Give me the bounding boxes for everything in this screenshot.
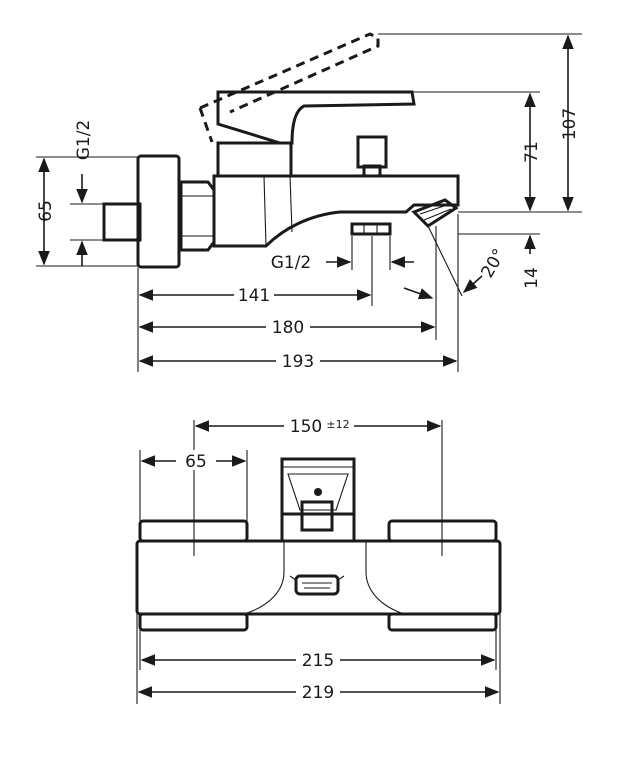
angle-label: 20°	[477, 245, 509, 281]
dim-150-tolerance: ±12	[326, 418, 349, 431]
dim-180-label: 180	[272, 318, 304, 338]
top-diverter	[300, 500, 334, 532]
top-handle-neck	[280, 512, 356, 543]
escutcheon	[136, 154, 181, 269]
dim-141-label: 141	[238, 286, 270, 306]
dim-71-label: 71	[522, 141, 542, 163]
dim-193-label: 193	[282, 352, 314, 372]
thread-bottom-label: G1/2	[271, 253, 312, 273]
hex-nut	[179, 180, 216, 252]
thread-left-label: G1/2	[74, 120, 94, 161]
escutcheon-left-bottom	[138, 612, 249, 632]
dim-14-label: 14	[522, 267, 542, 289]
diverter-button	[356, 135, 388, 169]
top-view: 150 ±12 65 215 219	[135, 414, 502, 704]
inlet-pipe	[102, 202, 142, 242]
handle-lever	[216, 90, 416, 145]
dim-65-top-label: 65	[185, 452, 207, 472]
dim-219-label: 219	[302, 683, 334, 703]
bottom-outlet	[350, 222, 392, 236]
handle-open-outline	[198, 32, 380, 143]
dim-65-side-label: 65	[36, 200, 56, 222]
dim-150-label: 150	[290, 417, 322, 437]
dim-107-label: 107	[560, 108, 580, 140]
side-view: 107 71 14 65 G1/2 G1/2 20° 141 180 193	[36, 32, 582, 372]
handle-neck	[216, 141, 293, 178]
top-outlet	[294, 574, 340, 596]
escutcheon-right-bottom	[387, 612, 498, 632]
dim-215-label: 215	[302, 651, 334, 671]
spout-outlet	[411, 198, 459, 228]
mixer-body	[212, 174, 460, 248]
